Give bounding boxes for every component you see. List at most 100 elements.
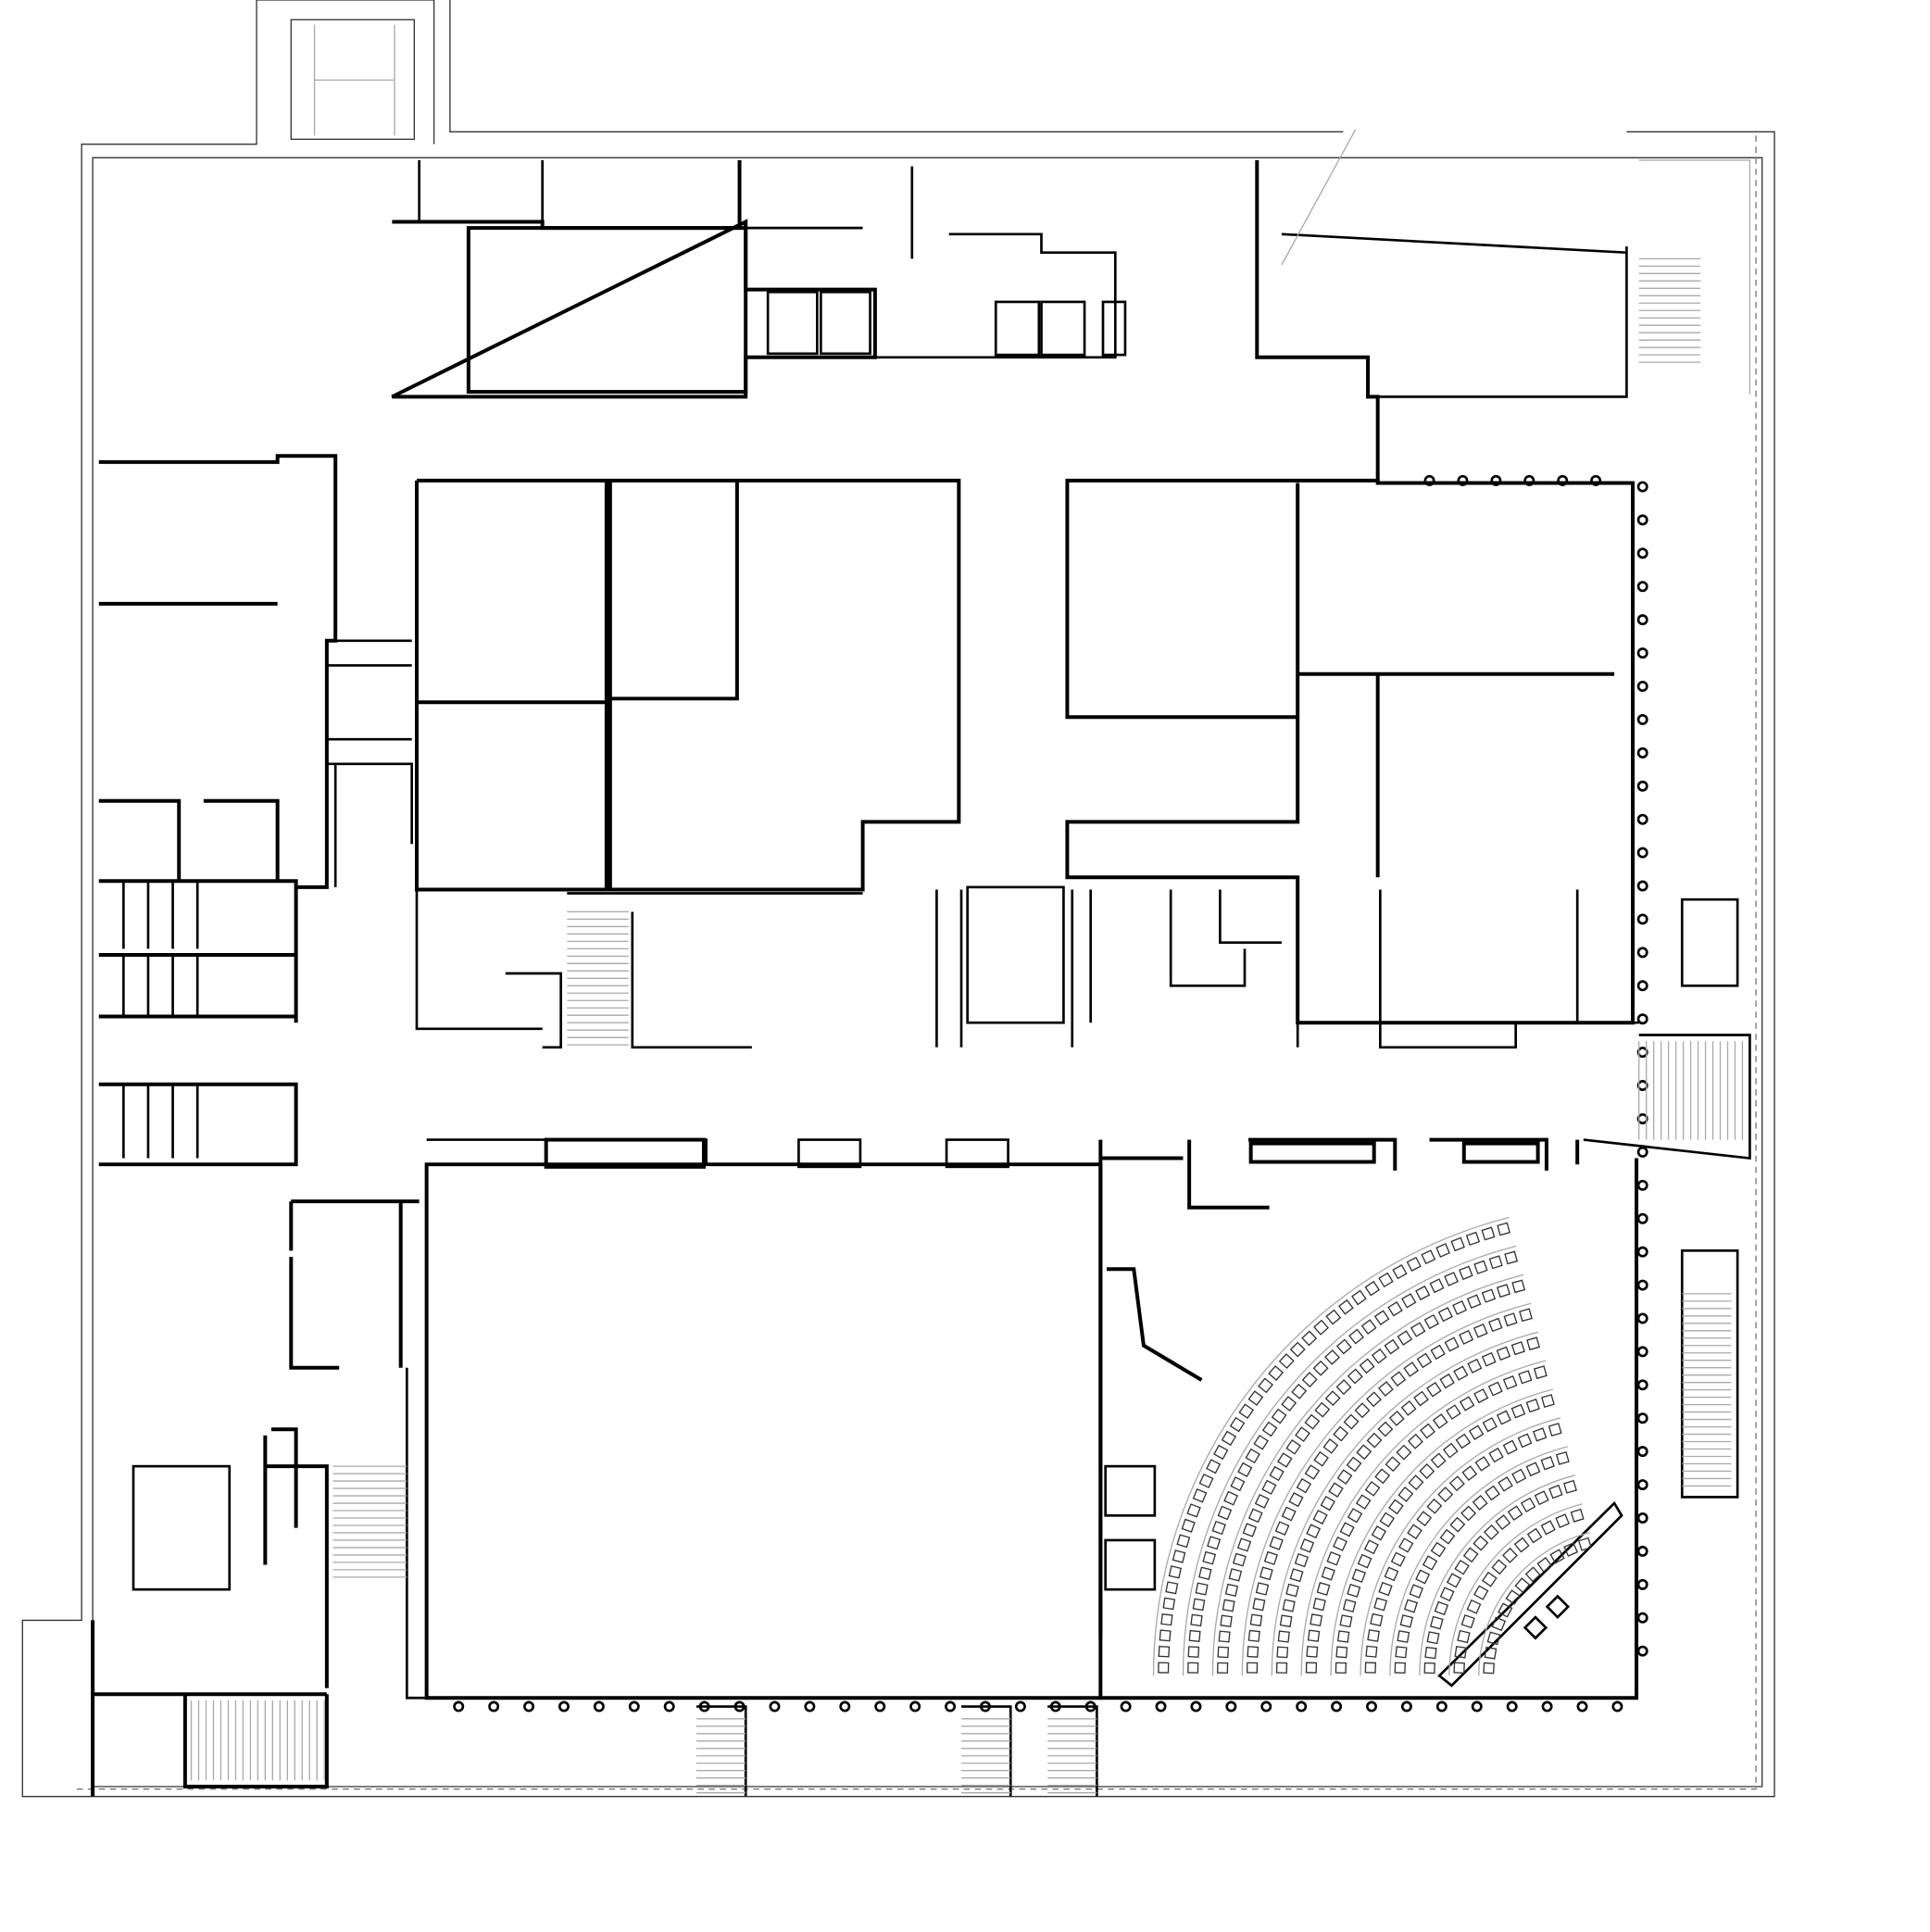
seat [1437, 1487, 1454, 1503]
column [1636, 913, 1648, 925]
seat [1454, 1646, 1468, 1659]
seat [1325, 1309, 1342, 1325]
seat [1364, 1662, 1376, 1674]
seat [1460, 1505, 1477, 1522]
seat [1294, 1552, 1310, 1568]
seat [1328, 1482, 1344, 1498]
seat [1282, 1599, 1296, 1612]
seat [1354, 1402, 1371, 1419]
column [979, 1700, 991, 1712]
seat [1473, 1535, 1489, 1551]
seat [1502, 1547, 1518, 1563]
seat [1563, 1479, 1577, 1494]
column [1636, 1212, 1648, 1224]
column [1636, 847, 1648, 859]
seat [1429, 1278, 1445, 1294]
seat [1213, 1444, 1229, 1461]
seat [1442, 1442, 1459, 1459]
auditorium-seating [1152, 1216, 1592, 1676]
seat [1474, 1456, 1491, 1472]
seat-row-arc [1330, 1388, 1554, 1676]
seat [1301, 1330, 1318, 1347]
seat [1426, 1381, 1442, 1398]
seat [1406, 1256, 1422, 1272]
seat [1277, 1452, 1293, 1468]
seat [1548, 1423, 1562, 1436]
seat-row-arc [1182, 1245, 1517, 1676]
seat [1488, 1447, 1504, 1463]
seat [1450, 1236, 1465, 1252]
seat [1473, 1388, 1489, 1404]
seat [1483, 1524, 1499, 1540]
seat [1472, 1495, 1488, 1511]
seat [1514, 1577, 1531, 1594]
seat [1366, 1391, 1382, 1408]
column [804, 1700, 816, 1712]
seat [1388, 1411, 1405, 1426]
seat [1482, 1417, 1498, 1433]
seat [1502, 1375, 1518, 1390]
seat [1367, 1629, 1380, 1642]
seat [1268, 1365, 1285, 1381]
seat [1160, 1612, 1173, 1626]
top-stair-tower [290, 19, 415, 140]
seat [1473, 1260, 1488, 1274]
column [1296, 1700, 1308, 1712]
column [1590, 474, 1602, 486]
column [769, 1700, 781, 1712]
column [558, 1700, 570, 1712]
column [1490, 474, 1502, 486]
seat-row-arc [1478, 1532, 1590, 1676]
seat [1348, 1328, 1364, 1345]
seat [1540, 1520, 1556, 1536]
seat [1526, 1527, 1543, 1544]
seat [1455, 1433, 1472, 1449]
column [1636, 1179, 1648, 1191]
column [1471, 1700, 1483, 1712]
seat [1246, 1662, 1259, 1674]
seat [1461, 1465, 1478, 1482]
seat [1371, 1348, 1387, 1364]
column [1636, 713, 1648, 725]
seat [1347, 1583, 1361, 1598]
seat [1540, 1456, 1555, 1471]
seat [1423, 1313, 1439, 1330]
column [1636, 947, 1648, 959]
column [1636, 1645, 1648, 1657]
seat [1517, 1433, 1533, 1449]
column [1636, 681, 1648, 692]
column [1636, 1312, 1648, 1324]
seat [1525, 1462, 1541, 1477]
seat [1168, 1565, 1183, 1579]
seat [1446, 1573, 1462, 1588]
seat [1496, 1410, 1511, 1425]
seat [1271, 1408, 1287, 1424]
seat [1255, 1582, 1270, 1596]
seat [1409, 1584, 1424, 1599]
seat [1563, 1542, 1579, 1557]
column [453, 1700, 465, 1712]
seat [1186, 1503, 1201, 1518]
seat [1481, 1226, 1496, 1241]
seat [1430, 1452, 1447, 1469]
seat [1335, 1379, 1352, 1396]
seat [1304, 1464, 1321, 1480]
seat [1379, 1512, 1396, 1528]
seat [1336, 1630, 1350, 1643]
seat-row-arc [1419, 1474, 1575, 1676]
seat [1429, 1615, 1444, 1630]
seat [1373, 1310, 1390, 1325]
seat [1533, 1427, 1548, 1442]
seat [1188, 1629, 1201, 1642]
seat [1426, 1631, 1440, 1645]
seat [1473, 1585, 1489, 1600]
seat-row-arc [1360, 1417, 1561, 1676]
seat [1399, 1614, 1414, 1628]
seat [1488, 1255, 1503, 1270]
seat [1247, 1629, 1260, 1642]
seat [1364, 1481, 1381, 1497]
seat [1460, 1614, 1475, 1629]
seat [1534, 1490, 1549, 1506]
seat [1397, 1630, 1410, 1643]
seat [1390, 1371, 1407, 1387]
